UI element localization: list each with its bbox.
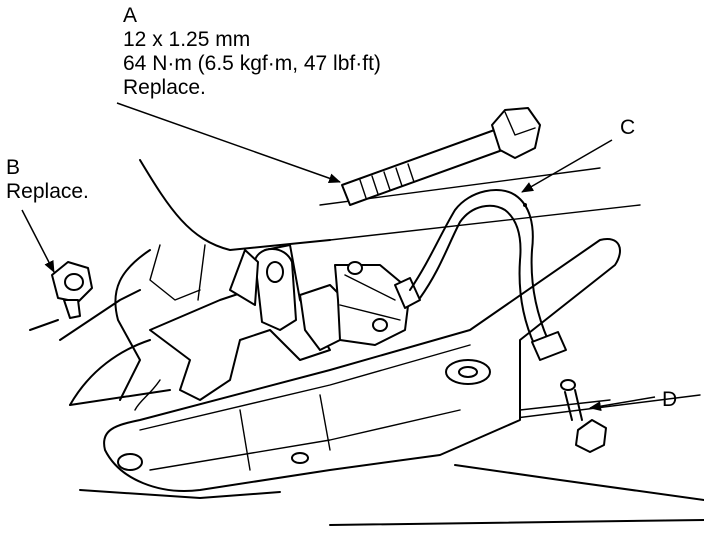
hose-c xyxy=(409,189,567,361)
callout-a-size: 12 x 1.25 mm xyxy=(123,28,251,51)
callout-d-letter: D xyxy=(662,388,678,411)
mount-bracket xyxy=(134,244,421,411)
callout-a-torque: 64 N·m (6.5 kgf·m, 47 lbf·ft) xyxy=(123,52,381,75)
bolt-a xyxy=(341,107,541,206)
subframe xyxy=(103,238,621,492)
callout-c: C xyxy=(620,116,635,140)
callout-a-letter: A xyxy=(123,4,138,27)
callout-b-letter: B xyxy=(6,156,21,179)
callout-a-note: Replace. xyxy=(123,76,206,99)
leader-line-c xyxy=(521,139,613,193)
leader-line-b xyxy=(21,209,55,273)
leader-lines xyxy=(21,102,656,412)
callout-b: B Replace. xyxy=(6,156,89,204)
callout-b-note: Replace. xyxy=(6,180,89,203)
callout-c-letter: C xyxy=(620,116,636,139)
leader-line-a xyxy=(116,102,341,184)
callout-d: D xyxy=(662,388,677,412)
bolt-d xyxy=(560,379,607,453)
callout-a: A 12 x 1.25 mm 64 N·m (6.5 kgf·m, 47 lbf… xyxy=(123,4,381,100)
leader-line-d xyxy=(589,396,656,412)
nut-b xyxy=(51,261,93,319)
